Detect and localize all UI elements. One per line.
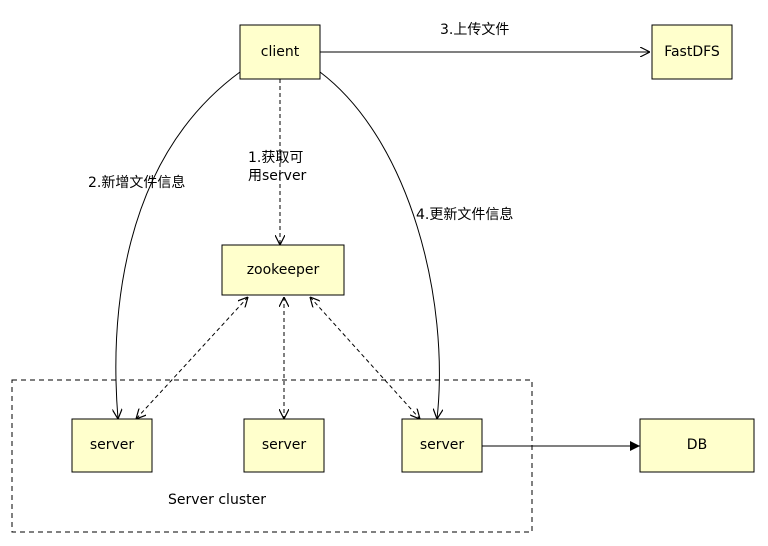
- edge-client-to-server-left: [116, 71, 241, 419]
- edge-zookeeper-server-right: [310, 297, 420, 419]
- edge-client-to-server-right: [319, 71, 439, 419]
- zookeeper-node: zookeeper: [221, 244, 345, 296]
- server-right-label: server: [420, 437, 465, 453]
- db-label: DB: [687, 437, 707, 453]
- client-label: client: [261, 44, 300, 60]
- edge-label-get-server-line1: 1.获取可: [248, 150, 303, 166]
- zookeeper-label: zookeeper: [247, 262, 320, 278]
- server-left-node: server: [71, 418, 153, 473]
- server-cluster-label: Server cluster: [168, 492, 266, 508]
- edge-zookeeper-server-left: [136, 297, 248, 419]
- fastdfs-node: FastDFS: [651, 24, 733, 80]
- server-middle-node: server: [243, 418, 325, 473]
- edge-label-update-file-info: 4.更新文件信息: [416, 206, 513, 223]
- server-middle-label: server: [262, 437, 307, 453]
- server-right-node: server: [401, 418, 483, 473]
- edge-label-add-file-info: 2.新增文件信息: [88, 174, 185, 191]
- server-cluster-boundary: [11, 379, 533, 533]
- edge-label-get-server-line2: 用server: [248, 168, 307, 184]
- fastdfs-label: FastDFS: [664, 44, 720, 60]
- server-left-label: server: [90, 437, 135, 453]
- client-node: client: [239, 24, 321, 80]
- db-node: DB: [639, 418, 755, 473]
- edge-label-upload-file: 3.上传文件: [440, 22, 509, 38]
